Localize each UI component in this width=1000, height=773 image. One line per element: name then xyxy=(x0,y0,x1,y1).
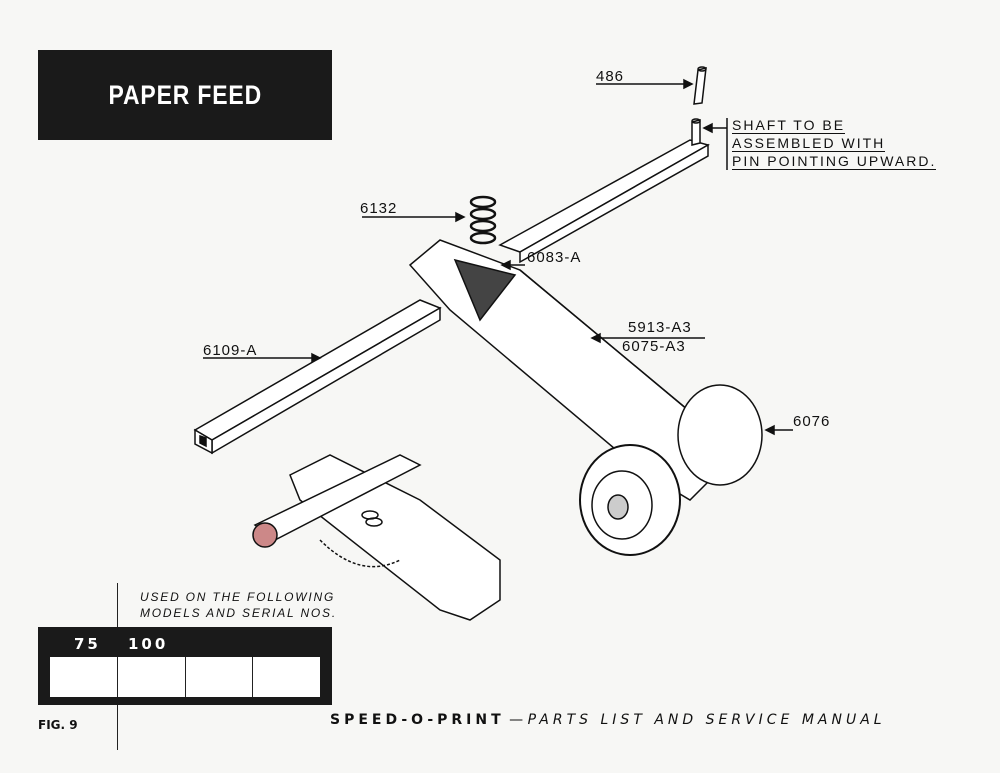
footer-brand: SPEED-O-PRINT xyxy=(330,712,505,728)
part-label-6109-a: 6109-A xyxy=(203,342,258,359)
serial-cell xyxy=(253,657,320,697)
serial-number-cells xyxy=(50,657,320,697)
spring-6132 xyxy=(469,195,497,245)
pin-486 xyxy=(693,66,707,105)
serial-cell xyxy=(118,657,186,697)
shaft-6109-a xyxy=(193,299,442,455)
part-label-6083-a: 6083-A xyxy=(527,249,582,266)
footer-dash: — xyxy=(509,712,524,728)
part-label-6132: 6132 xyxy=(360,200,398,217)
footer-title: PARTS LIST AND SERVICE MANUAL xyxy=(527,712,886,728)
model-number: 100 xyxy=(128,635,169,653)
part-label-6076: 6076 xyxy=(793,413,831,430)
shaft-upper xyxy=(498,118,710,264)
arm-5913-a3 xyxy=(408,239,721,501)
assembly-note-line-2: ASSEMBLED WITH xyxy=(732,135,886,152)
serial-cell xyxy=(186,657,254,697)
serial-cell xyxy=(50,657,118,697)
figure-number: FIG. 9 xyxy=(38,718,78,732)
part-label-5913-a3: 5913-A3 xyxy=(628,319,692,336)
assembly-note-line-3: PIN POINTING UPWARD. xyxy=(732,153,937,170)
models-caption-line-1: USED ON THE FOLLOWING xyxy=(140,590,336,604)
page-title: PAPER FEED xyxy=(108,79,262,110)
part-label-6075-a3: 6075-A3 xyxy=(622,338,686,355)
page-title-box: PAPER FEED xyxy=(38,50,332,140)
part-label-486: 486 xyxy=(596,68,625,85)
assembly-note-line-1: SHAFT TO BE xyxy=(732,117,846,134)
page-footer: SPEED-O-PRINT — PARTS LIST AND SERVICE M… xyxy=(330,712,886,728)
bracket-detail-inset xyxy=(252,454,501,621)
models-caption-line-2: MODELS AND SERIAL NOS. xyxy=(140,606,337,620)
models-table: 75 100 xyxy=(38,627,332,705)
roller-6076 xyxy=(579,384,763,556)
model-number: 75 xyxy=(74,635,101,653)
models-caption: USED ON THE FOLLOWING MODELS AND SERIAL … xyxy=(140,589,337,621)
